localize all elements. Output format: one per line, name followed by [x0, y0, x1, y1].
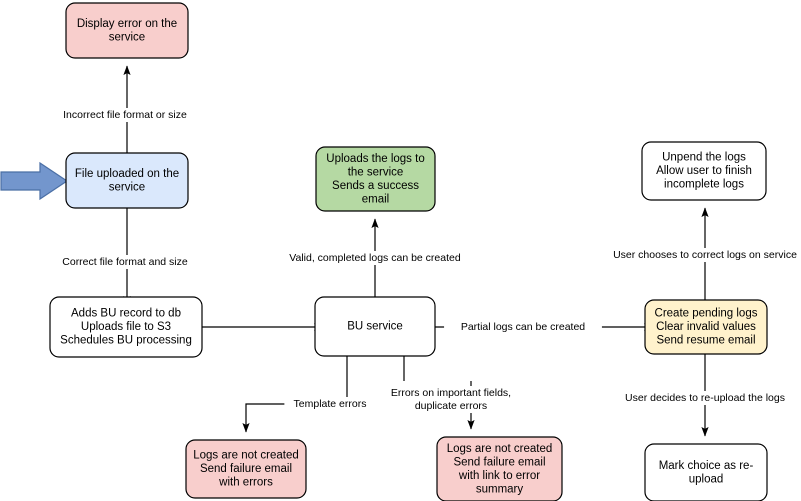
create-pending-logs-node-text-line-2: Clear invalid values	[656, 321, 756, 333]
mark-choice-reupload-node-rect	[644, 443, 768, 501]
edge-label-user-decides-reupload-backing	[606, 391, 801, 405]
edge-label-correct-file-format-backing	[43, 255, 207, 269]
uploads-logs-node-text-line-2: the service	[348, 166, 404, 178]
uploads-logs-node-text-line-4: email	[362, 193, 389, 205]
edge-label-user-decides-reupload: User decides to re-upload the logs	[606, 391, 801, 405]
entry-block-arrow	[0, 161, 69, 201]
adds-bu-record-node-rect	[49, 296, 203, 358]
adds-bu-record-node-text-line-2: Uploads file to S3	[81, 321, 171, 333]
uploads-logs-node-rect	[315, 146, 436, 212]
logs-not-created-error-summary-node-text-line-4: summary	[476, 483, 524, 495]
edge-label-correct-file-format-text: Correct file format and size	[62, 256, 188, 268]
logs-not-created-template-errors-node-text-line-2: Send failure email	[200, 463, 292, 475]
edge-label-correct-file-format: Correct file format and size	[43, 255, 207, 269]
edge-label-errors-important-fields-line1-text: Errors on important fields,	[391, 387, 511, 399]
file-uploaded-node-rect	[65, 152, 189, 209]
create-pending-logs-node-text-line-1: Create pending logs	[655, 308, 758, 320]
bu-service-node-text-line-1: BU service	[347, 321, 403, 333]
unpend-logs-node-text-line-1: Unpend the logs	[662, 152, 746, 164]
edge-label-partial-logs-backing	[444, 320, 602, 334]
create-pending-logs-node-text-line-3: Send resume email	[656, 335, 755, 347]
file-uploaded-node-text-line-1: File uploaded on the	[75, 168, 179, 180]
mark-choice-reupload-node-text-line-2: upload	[689, 473, 724, 485]
logs-not-created-template-errors-node-rect	[185, 439, 307, 499]
edge-bu-service-to-logs-not-created-template	[242, 356, 348, 433]
edge-label-template-errors: Template errors	[284, 397, 376, 411]
edge-label-errors-important-fields-line2-text: duplicate errors	[415, 400, 487, 412]
edge-label-user-chooses-correct-logs-text: User chooses to correct logs on service	[613, 249, 797, 261]
uploads-logs-node-text-line-1: Uploads the logs to	[326, 153, 424, 165]
edge-label-partial-logs-text: Partial logs can be created	[461, 321, 585, 333]
edge-label-incorrect-file-format: Incorrect file format or size	[40, 108, 210, 122]
logs-not-created-template-errors-node-text-line-3: with errors	[218, 477, 273, 489]
edge-label-partial-logs: Partial logs can be created	[444, 320, 602, 334]
unpend-logs-node-text-line-3: incomplete logs	[664, 179, 744, 191]
edge-label-template-errors-text: Template errors	[294, 398, 367, 410]
bu-service-node-rect	[314, 296, 436, 357]
logs-not-created-error-summary-node-rect	[436, 436, 563, 501]
unpend-logs-node-text-line-2: Allow user to finish	[656, 165, 752, 177]
logs-not-created-error-summary-node-text-line-2: Send failure email	[453, 456, 545, 468]
unpend-logs-node-rect	[641, 141, 767, 201]
display-error-node-text-line-2: service	[109, 31, 145, 43]
logs-not-created-error-summary-node-text-line-1: Logs are not created	[447, 443, 553, 455]
edge-label-user-chooses-correct-logs: User chooses to correct logs on service	[592, 248, 801, 262]
uploads-logs-node-text-line-3: Sends a success	[332, 180, 419, 192]
mark-choice-reupload-node-text-line-1: Mark choice as re-	[659, 460, 754, 472]
edge-label-user-decides-reupload-text: User decides to re-upload the logs	[625, 392, 785, 404]
edge-label-errors-important-fields-line2: duplicate errors	[402, 399, 500, 413]
mark-choice-reupload-node[interactable]: Mark choice as re-upload	[644, 443, 768, 501]
edge-label-errors-important-fields-line2-backing	[402, 399, 500, 413]
edge-label-errors-important-fields-line1-backing	[372, 386, 530, 400]
edge-label-incorrect-file-format-backing	[40, 108, 210, 122]
adds-bu-record-node-text-line-3: Schedules BU processing	[60, 335, 192, 347]
logs-not-created-template-errors-node-text-line-1: Logs are not created	[193, 450, 299, 462]
edge-label-valid-completed-logs: Valid, completed logs can be created	[271, 251, 479, 265]
edge-label-incorrect-file-format-text: Incorrect file format or size	[63, 109, 187, 121]
edge-label-valid-completed-logs-backing	[271, 251, 479, 265]
create-pending-logs-node-rect	[644, 299, 768, 355]
display-error-node-text-line-1: Display error on the	[77, 18, 177, 30]
edge-label-template-errors-backing	[284, 397, 376, 411]
display-error-node-rect	[65, 2, 189, 59]
logs-not-created-error-summary-node-text-line-3: with link to error	[458, 470, 540, 482]
edge-label-valid-completed-logs-text: Valid, completed logs can be created	[289, 252, 461, 264]
bu-service-node[interactable]: BU service	[314, 296, 436, 357]
adds-bu-record-node-text-line-1: Adds BU record to db	[71, 308, 181, 320]
edge-label-errors-important-fields-line1: Errors on important fields,	[372, 386, 530, 400]
edge-label-user-chooses-correct-logs-backing	[592, 248, 801, 262]
file-uploaded-node-text-line-2: service	[109, 181, 145, 193]
